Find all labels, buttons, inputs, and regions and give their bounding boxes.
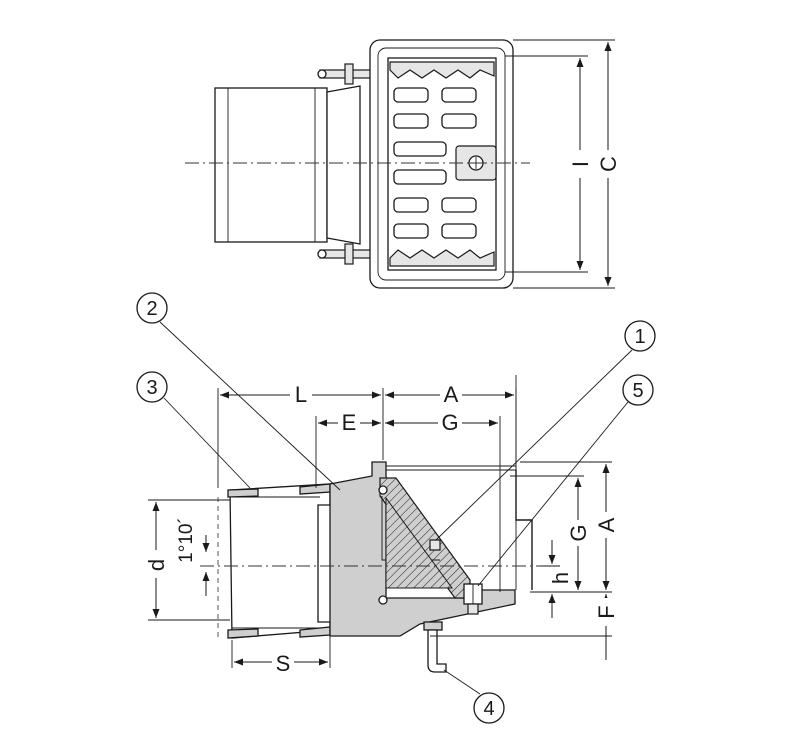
callout-2: 2 (136, 292, 341, 491)
top-grate (387, 57, 497, 271)
top-bolt-lower (317, 243, 373, 265)
dim-label-L: L (295, 382, 307, 407)
dim-label-G-top: G (441, 410, 458, 435)
dim-label-h: h (548, 572, 573, 584)
callout-5: 5 (477, 374, 654, 587)
dim-label-E: E (342, 410, 357, 435)
dim-label-S: S (276, 651, 291, 676)
dim-label-F: F (594, 605, 619, 618)
dim-label-I: I (568, 161, 593, 167)
dim-label-d: d (144, 559, 169, 571)
dim-label-A-side: A (594, 517, 619, 532)
svg-text:5: 5 (632, 380, 643, 402)
top-bolt-upper (317, 63, 373, 85)
svg-text:4: 4 (483, 698, 494, 720)
top-pipe-outlet (214, 85, 361, 245)
dim-label-C: C (596, 156, 621, 172)
svg-text:1: 1 (634, 326, 645, 348)
top-view: I C (185, 39, 621, 289)
angle-label: 1°10´ (176, 517, 197, 563)
callout-4: 4 (443, 669, 505, 724)
callout-3: 3 (136, 371, 251, 489)
dim-label-G-side: G (566, 524, 591, 541)
callout-1: 1 (435, 320, 656, 541)
side-gully-body (329, 375, 533, 673)
svg-text:3: 3 (146, 377, 157, 399)
dim-label-A-top: A (444, 382, 459, 407)
svg-text:2: 2 (146, 298, 157, 320)
side-view: L A E G G A h F d 1°10´ (144, 375, 619, 676)
